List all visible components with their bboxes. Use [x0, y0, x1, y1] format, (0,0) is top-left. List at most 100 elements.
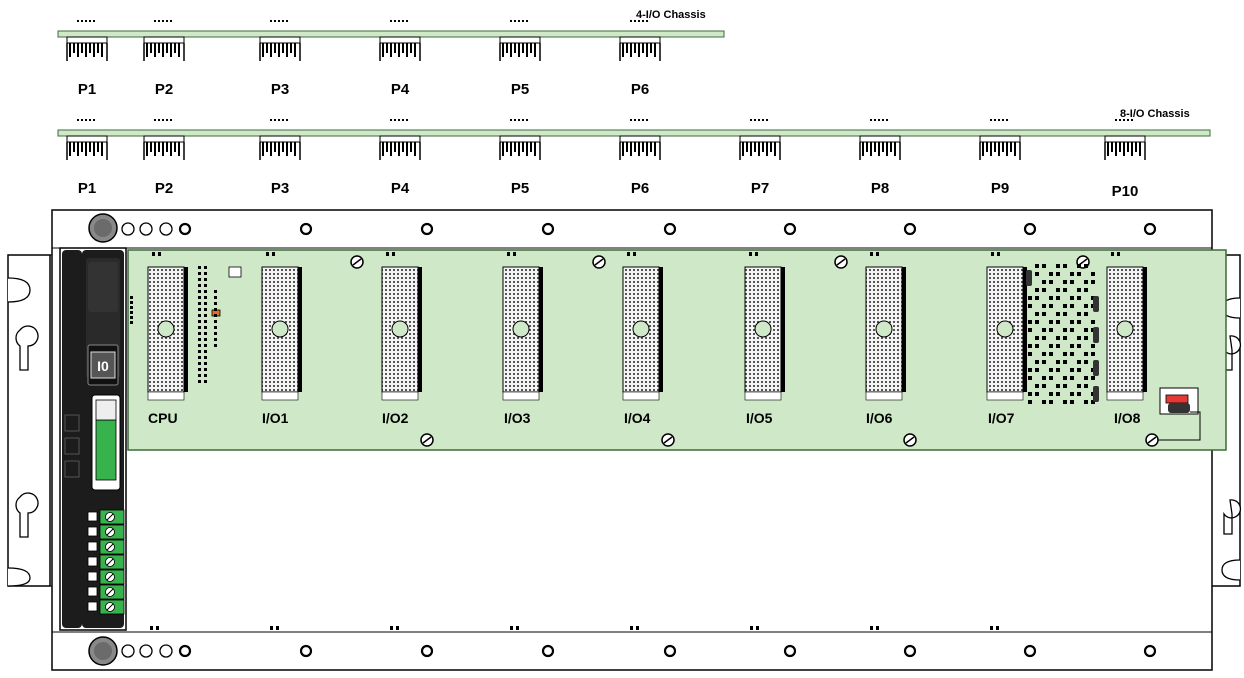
rail-marking [750, 626, 753, 630]
mounting-holes [121, 222, 1157, 658]
chassis-8-title: 8-I/O Chassis [1120, 108, 1190, 120]
screw-icon [834, 255, 848, 269]
svg-text:I0: I0 [97, 358, 109, 374]
slot-label-io4: I/O4 [624, 410, 651, 426]
rail-marking [510, 626, 513, 630]
mounting-hole-icon [139, 644, 153, 658]
rail-marking [276, 626, 279, 630]
rail-marking [636, 626, 639, 630]
mounting-hole-icon [1143, 222, 1157, 236]
connector-icon [859, 119, 901, 160]
battery-icon [1158, 387, 1201, 441]
connector-label: P3 [270, 81, 290, 98]
mounting-hole-icon [903, 222, 917, 236]
mounting-hole-icon [541, 222, 555, 236]
slot-label-io2: I/O2 [382, 410, 409, 426]
connector-icon [261, 252, 302, 401]
cpu-jumpers [130, 266, 217, 383]
connector-icon [865, 252, 906, 401]
connector-icon [986, 252, 1027, 401]
connector-icon [259, 20, 301, 61]
mounting-hole-icon [159, 644, 173, 658]
board-connectors [147, 252, 1147, 401]
rail-marking [156, 626, 159, 630]
terminal-block-icon [87, 509, 125, 615]
connector-label: P10 [1111, 183, 1139, 200]
rail-marking [990, 626, 993, 630]
rail-marking [516, 626, 519, 630]
rail-marking [270, 626, 273, 630]
connector-icon [379, 20, 421, 61]
rail-marking [756, 626, 759, 630]
mounting-hole-icon [541, 644, 555, 658]
power-switch-icon[interactable]: I0 [87, 344, 119, 386]
mounting-hole-icon [121, 222, 135, 236]
connector-label: P3 [270, 180, 290, 197]
rail-marking [396, 626, 399, 630]
screw-icon [350, 255, 364, 269]
mounting-hole-icon [663, 222, 677, 236]
connector-label: P1 [77, 81, 97, 98]
connector-label: P8 [870, 180, 890, 197]
rail-marking [996, 626, 999, 630]
slot-label-io3: I/O3 [504, 410, 531, 426]
mounting-hole-icon [159, 222, 173, 236]
mounting-hole-icon [903, 644, 917, 658]
chassis-4-title: 4-I/O Chassis [636, 9, 706, 21]
io8-components [1026, 264, 1099, 404]
connector-label: P6 [630, 180, 650, 197]
connector-label: P5 [510, 180, 530, 197]
connector-icon [979, 119, 1021, 160]
keyhole-slot-icon [1221, 297, 1241, 581]
screw-icon [1145, 433, 1159, 447]
connector-icon [143, 20, 185, 61]
connector-icon [739, 119, 781, 160]
mounting-hole-icon [420, 644, 434, 658]
screw-icon [903, 433, 917, 447]
mounting-hole-icon [139, 222, 153, 236]
mounting-hole-icon [1143, 644, 1157, 658]
mounting-hole-icon [663, 644, 677, 658]
connector-label: P7 [750, 180, 770, 197]
keyhole-slot-icon [7, 277, 39, 587]
connector-icon [66, 20, 108, 61]
rail-marking [150, 626, 153, 630]
connector-icon [502, 252, 543, 401]
connectors-8io [66, 119, 1146, 160]
connector-icon [499, 119, 541, 160]
backplane-8io [57, 129, 1211, 137]
mounting-hole-icon [178, 222, 192, 236]
connector-label: P1 [77, 180, 97, 197]
mounting-hole-icon [121, 644, 135, 658]
slot-label-io7: I/O7 [988, 410, 1015, 426]
screw-icon [88, 213, 118, 666]
connector-icon [66, 119, 108, 160]
rail-marking [390, 626, 393, 630]
connector-icon [499, 20, 541, 61]
connector-icon [143, 119, 185, 160]
board-screws [350, 255, 1159, 447]
mounting-hole-icon [1023, 222, 1037, 236]
slot-label-io5: I/O5 [746, 410, 773, 426]
screw-icon [661, 433, 675, 447]
connector-label: P4 [390, 81, 410, 98]
connector-label: P2 [154, 81, 174, 98]
connector-icon [622, 252, 663, 401]
connector-label: P2 [154, 180, 174, 197]
connector-label: P9 [990, 180, 1010, 197]
slot-label-cpu: CPU [148, 410, 178, 426]
mounting-hole-icon [178, 644, 192, 658]
connector-icon [147, 252, 188, 401]
mounting-hole-icon [299, 644, 313, 658]
mounting-hole-icon [783, 222, 797, 236]
slot-label-io6: I/O6 [866, 410, 893, 426]
connector-icon [619, 119, 661, 160]
screw-icon [420, 433, 434, 447]
status-window [91, 394, 121, 491]
connectors-4io [66, 20, 661, 61]
rail-marking [876, 626, 879, 630]
backplane-4io [57, 30, 725, 38]
connector-icon [1104, 119, 1146, 160]
